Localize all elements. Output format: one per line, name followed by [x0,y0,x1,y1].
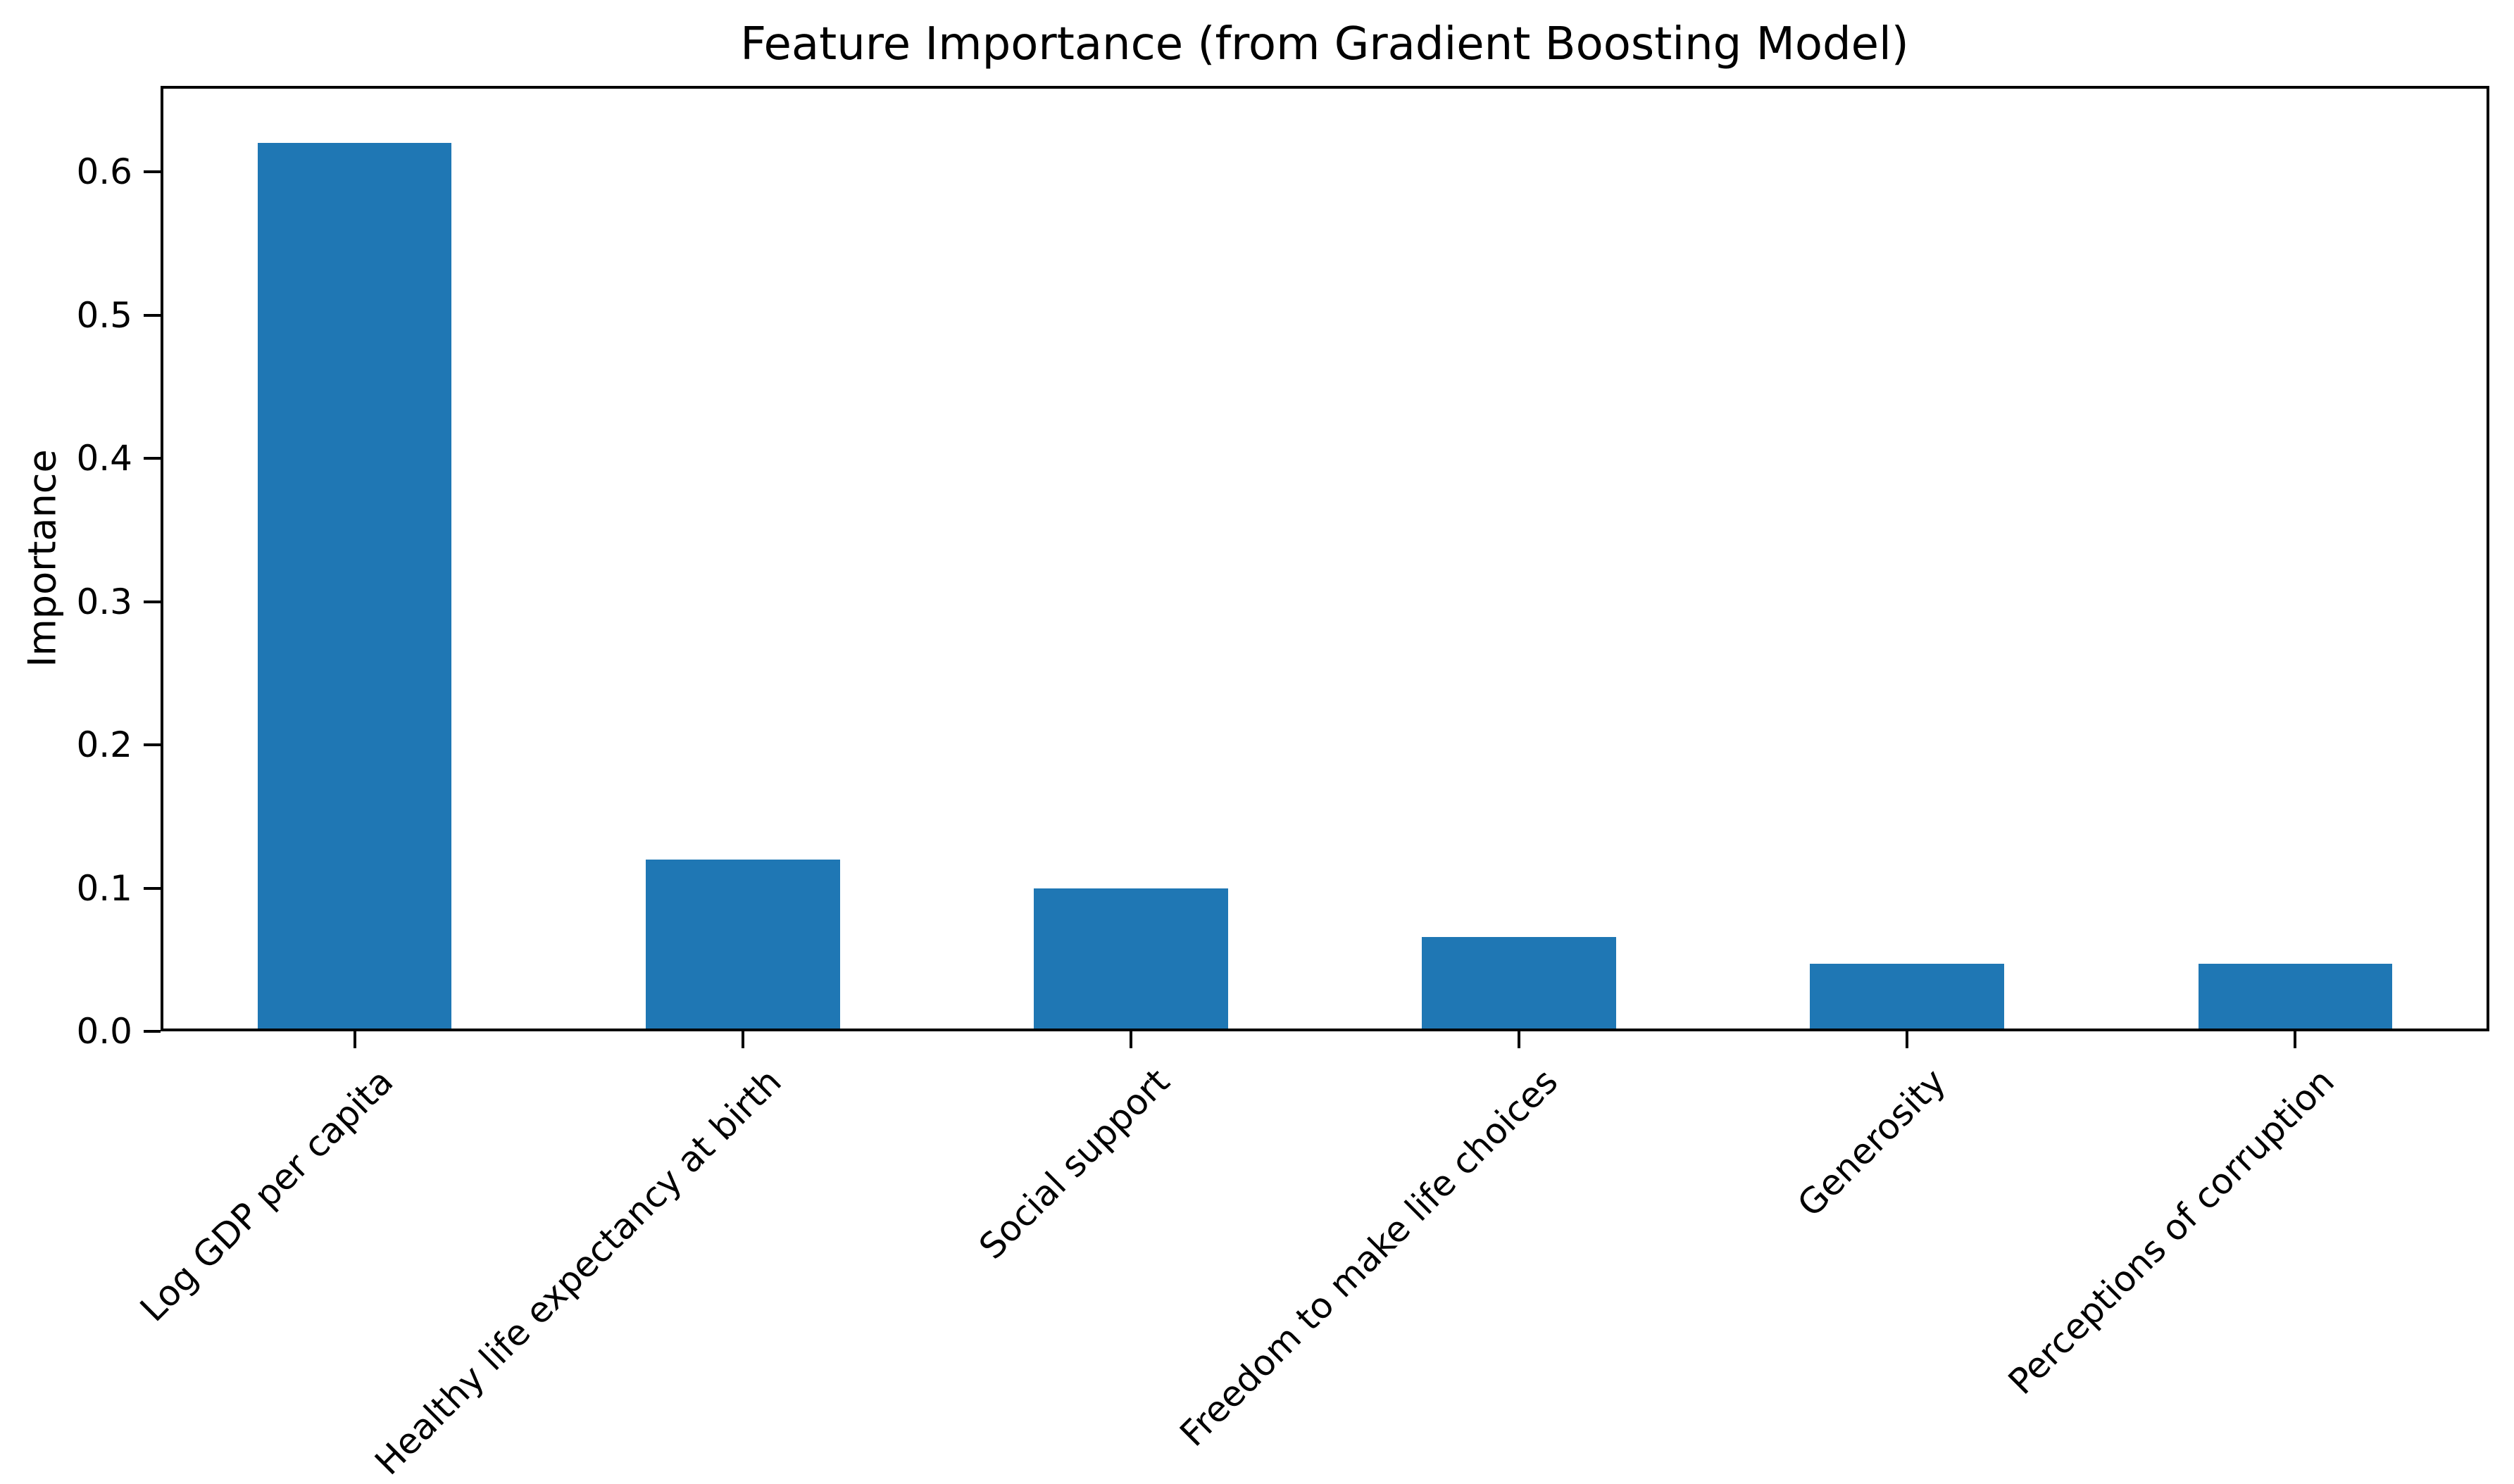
y-tick-mark [144,170,161,174]
y-tick-mark [144,1030,161,1033]
x-tick-mark [741,1031,744,1048]
plot-area [161,86,2489,1031]
bar [2198,964,2393,1031]
y-tick-label: 0.2 [76,724,132,766]
y-tick-label: 0.0 [76,1011,132,1052]
bar [1810,964,2005,1031]
bar [1422,936,1616,1031]
bar [1034,888,1228,1031]
y-tick-label: 0.4 [76,438,132,479]
x-tick-label: Social support [971,1061,1177,1267]
x-tick-mark [1129,1031,1132,1048]
y-tick-mark [144,313,161,317]
y-tick-label: 0.1 [76,867,132,909]
x-tick-label: Perceptions of corruption [2000,1061,2342,1403]
x-tick-mark [1906,1031,1909,1048]
bar [645,859,840,1031]
x-tick-label: Log GDP per capita [132,1061,401,1330]
x-tick-mark [2294,1031,2297,1048]
x-tick-mark [1518,1031,1521,1048]
y-tick-label: 0.6 [76,151,132,193]
y-axis-label: Importance [20,449,65,667]
y-tick-mark [144,743,161,747]
x-tick-label: Generosity [1789,1061,1954,1225]
y-tick-label: 0.3 [76,581,132,622]
y-tick-label: 0.5 [76,294,132,336]
y-tick-mark [144,886,161,890]
x-tick-label: Healthy life expectancy at birth [367,1061,789,1483]
y-tick-mark [144,600,161,603]
bar [257,143,452,1031]
x-tick-mark [353,1031,356,1048]
y-tick-mark [144,457,161,460]
chart-title: Feature Importance (from Gradient Boosti… [740,18,1909,70]
x-tick-label: Freedom to make life choices [1172,1061,1566,1454]
